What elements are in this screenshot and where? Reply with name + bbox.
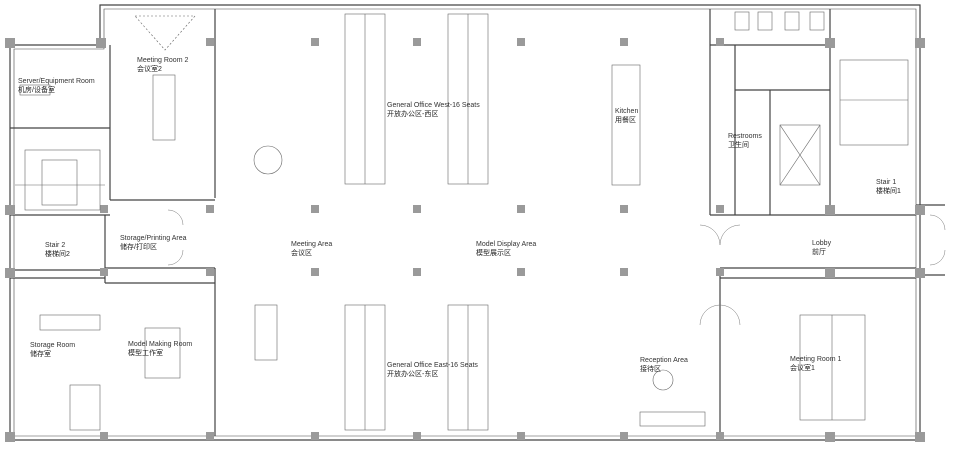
columns (5, 38, 925, 442)
furniture (15, 11, 909, 431)
walls (9, 4, 945, 441)
doors (167, 209, 946, 326)
